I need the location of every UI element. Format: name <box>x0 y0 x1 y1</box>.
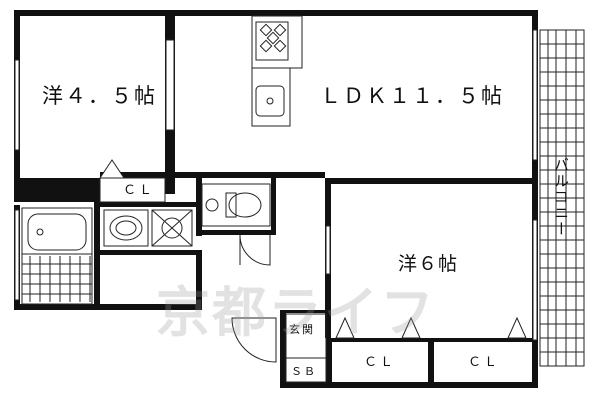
bathroom <box>21 207 93 305</box>
entrance-area <box>285 313 327 383</box>
lower-closets <box>335 316 527 339</box>
closet-label-upper: ＣＬ <box>123 183 156 198</box>
balcony-label: バルコニー <box>552 157 570 237</box>
shoe-box-label: ＳＢ <box>291 365 317 378</box>
watermark-logo: 京都ライフ <box>156 281 436 344</box>
entrance-label: 玄関 <box>289 323 315 336</box>
toilet <box>201 183 271 266</box>
washroom <box>103 209 193 247</box>
sliding-doors <box>165 39 331 275</box>
closet-label-lower-right: ＣＬ <box>468 355 501 370</box>
balcony <box>539 29 585 367</box>
entrance-door <box>231 317 277 363</box>
kitchen-counter <box>251 15 303 127</box>
room-label-western-large: 洋６帖 <box>398 253 459 275</box>
closet-upper <box>99 159 166 203</box>
windows <box>14 29 538 341</box>
room-label-ldk: ＬＤＫ１１．５帖 <box>320 84 504 108</box>
closet-label-lower-left: ＣＬ <box>364 355 397 370</box>
room-label-western-small: 洋４．５帖 <box>42 84 157 108</box>
